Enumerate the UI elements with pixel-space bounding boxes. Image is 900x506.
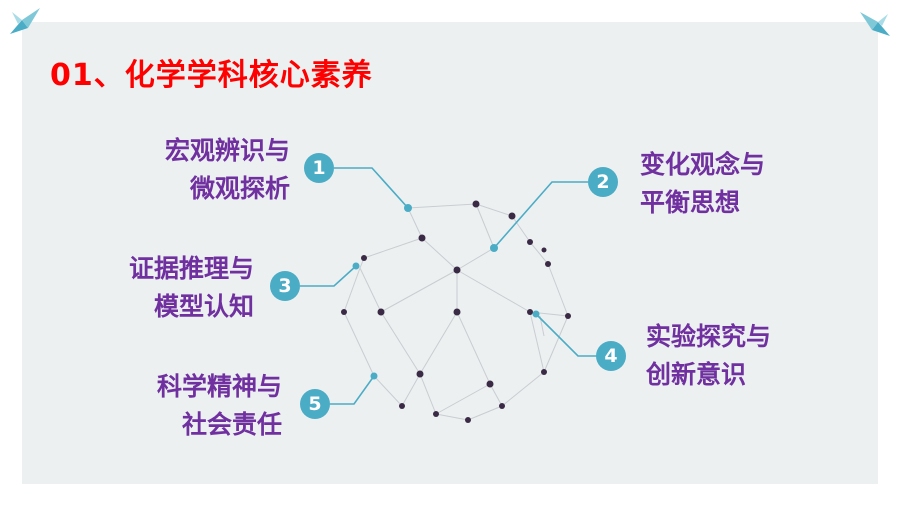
item-5-line-1: 科学精神与 bbox=[156, 372, 282, 401]
paper-crane-icon bbox=[10, 8, 40, 34]
item-5-line-2: 社会责任 bbox=[181, 410, 282, 439]
page-title: 01、化学学科核心素养 bbox=[50, 58, 373, 93]
paper-crane-icon bbox=[860, 12, 890, 36]
slide-panel bbox=[22, 22, 878, 484]
item-5-number-badge: 5 bbox=[300, 389, 330, 419]
item-1-number-badge: 1 bbox=[304, 153, 334, 183]
item-4-number-badge: 4 bbox=[596, 341, 626, 371]
item-3-line-2: 模型认知 bbox=[153, 292, 254, 321]
item-5-label: 科学精神与 社会责任 bbox=[157, 368, 282, 444]
item-2-number-badge: 2 bbox=[588, 167, 618, 197]
item-2-line-2: 平衡思想 bbox=[640, 188, 741, 217]
item-2-line-1: 变化观念与 bbox=[640, 150, 766, 179]
item-4-label: 实验探究与 创新意识 bbox=[646, 318, 771, 394]
item-1-line-1: 宏观辨识与 bbox=[164, 136, 290, 165]
item-1-label: 宏观辨识与 微观探析 bbox=[165, 132, 290, 208]
item-2-label: 变化观念与 平衡思想 bbox=[640, 146, 765, 222]
item-3-line-1: 证据推理与 bbox=[128, 254, 254, 283]
item-4-line-1: 实验探究与 bbox=[646, 322, 772, 351]
item-1-line-2: 微观探析 bbox=[189, 174, 290, 203]
item-3-label: 证据推理与 模型认知 bbox=[129, 250, 254, 326]
item-3-number-badge: 3 bbox=[270, 271, 300, 301]
item-4-line-2: 创新意识 bbox=[646, 360, 747, 389]
